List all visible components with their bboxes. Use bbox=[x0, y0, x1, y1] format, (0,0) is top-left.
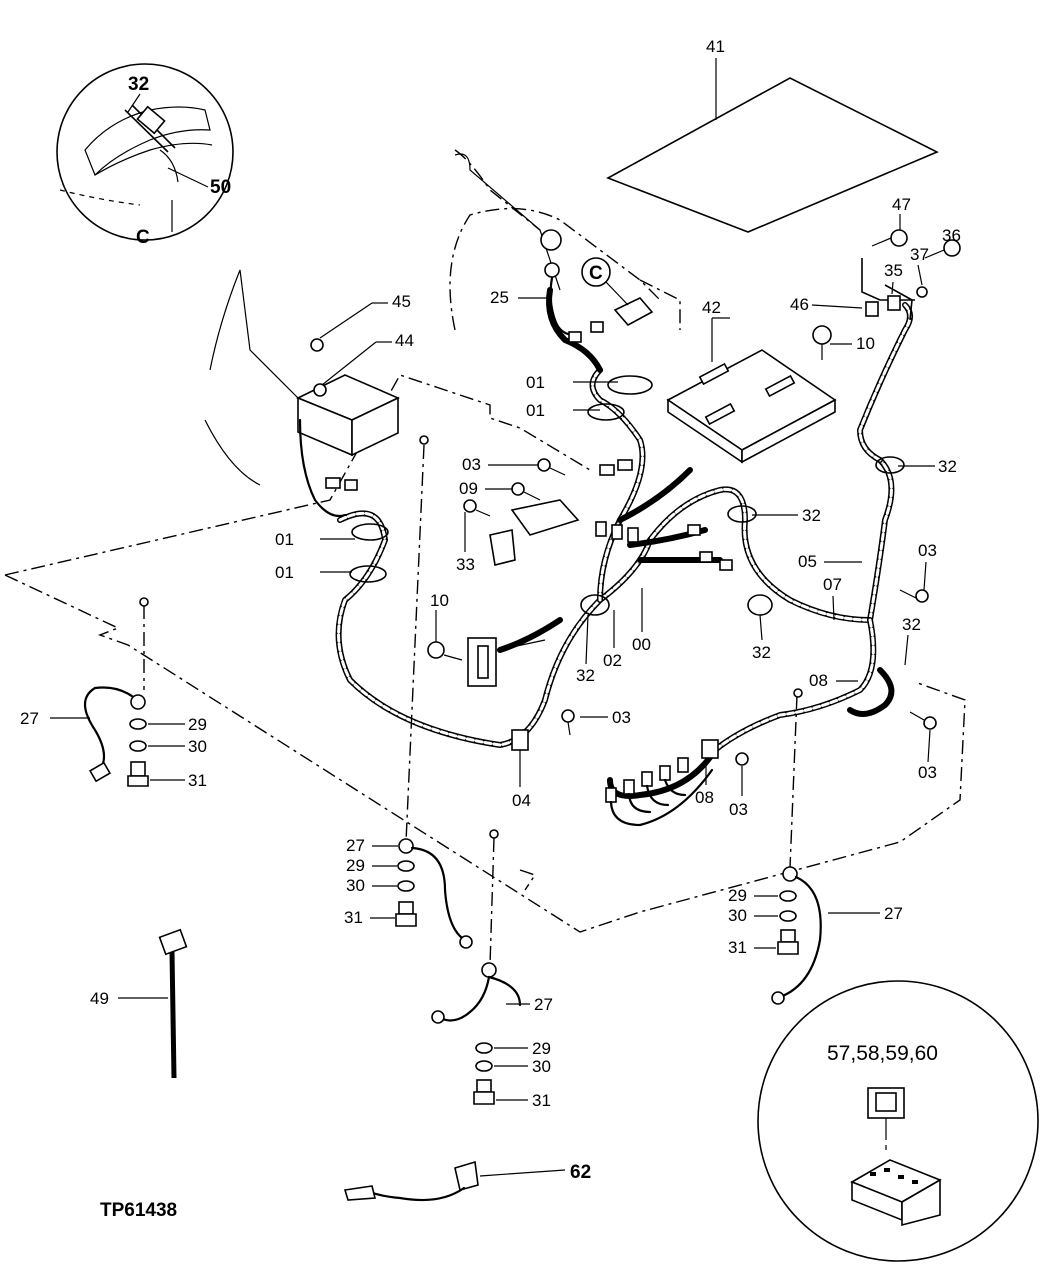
cable-tie-49 bbox=[158, 928, 188, 1079]
detail-c-inset bbox=[56, 63, 234, 241]
callout-44: 44 bbox=[395, 331, 414, 350]
callout-09: 09 bbox=[459, 479, 478, 498]
callout-03-right-b: 03 bbox=[918, 763, 937, 782]
callout-31-center: 31 bbox=[532, 1091, 551, 1110]
callout-30-right: 30 bbox=[728, 906, 747, 925]
callout-32-lower: 32 bbox=[752, 643, 771, 662]
callout-49: 49 bbox=[90, 989, 109, 1008]
callout-27-center: 27 bbox=[534, 995, 553, 1014]
callout-10-top: 10 bbox=[856, 334, 875, 353]
callout-41: 41 bbox=[706, 37, 725, 56]
callout-25: 25 bbox=[490, 288, 509, 307]
callout-01-left-b: 01 bbox=[275, 563, 294, 582]
callout-46: 46 bbox=[790, 295, 809, 314]
callout-27-left: 27 bbox=[20, 709, 39, 728]
callout-30-left: 30 bbox=[188, 737, 207, 756]
bolts-center bbox=[427, 458, 937, 766]
drawing-id: TP61438 bbox=[100, 1200, 177, 1221]
relay-box-44 bbox=[204, 269, 400, 518]
callout-01-upper-b: 01 bbox=[526, 401, 545, 420]
callout-04: 04 bbox=[512, 791, 531, 810]
callout-08-right: 08 bbox=[809, 671, 828, 690]
callout-02: 02 bbox=[603, 651, 622, 670]
callout-08-lower: 08 bbox=[695, 788, 714, 807]
floor-plate-outline bbox=[4, 149, 966, 933]
callout-31-left: 31 bbox=[188, 771, 207, 790]
callout-01-upper-a: 01 bbox=[526, 373, 545, 392]
detail-c-callout-50: 50 bbox=[210, 177, 231, 198]
callout-29-right: 29 bbox=[728, 886, 747, 905]
callout-31-right: 31 bbox=[728, 938, 747, 957]
callout-03-lower: 03 bbox=[729, 800, 748, 819]
sensor-62 bbox=[343, 1160, 479, 1202]
terminal-row bbox=[605, 757, 714, 827]
detail-c-letter: C bbox=[136, 227, 150, 248]
fuse-detail-label: 57,58,59,60 bbox=[827, 1042, 938, 1065]
detail-c-callout-32: 32 bbox=[128, 74, 149, 95]
callout-03-center-low: 03 bbox=[612, 708, 631, 727]
callout-45: 45 bbox=[392, 292, 411, 311]
callout-30-center-left: 30 bbox=[346, 876, 365, 895]
cover-panel-41 bbox=[606, 77, 939, 233]
callout-27-center-left: 27 bbox=[346, 836, 365, 855]
callout-42: 42 bbox=[702, 298, 721, 317]
callout-32-far-right: 32 bbox=[902, 615, 921, 634]
harness-clamps bbox=[349, 375, 905, 759]
callout-33: 33 bbox=[456, 555, 475, 574]
ground-strap-center-left bbox=[395, 838, 473, 949]
central-connectors bbox=[467, 459, 733, 687]
fuse-detail-inset bbox=[757, 980, 1039, 1262]
ground-strap-center bbox=[431, 962, 522, 1105]
upper-tube-area bbox=[454, 153, 654, 343]
callout-10-left: 10 bbox=[430, 591, 449, 610]
callout-05: 05 bbox=[798, 552, 817, 571]
callout-36: 36 bbox=[942, 226, 961, 245]
callout-01-left-a: 01 bbox=[275, 530, 294, 549]
ground-strap-left bbox=[83, 686, 149, 787]
callout-03-right-a: 03 bbox=[918, 541, 937, 560]
callout-37: 37 bbox=[910, 245, 929, 264]
callout-29-left: 29 bbox=[188, 715, 207, 734]
callout-62: 62 bbox=[570, 1162, 591, 1183]
callout-47: 47 bbox=[892, 195, 911, 214]
main-harness-00 bbox=[335, 287, 913, 799]
callout-29-center: 29 bbox=[532, 1039, 551, 1058]
callout-30-center: 30 bbox=[532, 1057, 551, 1076]
callout-00: 00 bbox=[632, 635, 651, 654]
controller-42 bbox=[666, 349, 837, 464]
callout-27-right: 27 bbox=[884, 904, 903, 923]
callout-32-right: 32 bbox=[938, 457, 957, 476]
bracket-35 bbox=[812, 229, 961, 360]
ground-strap-right bbox=[771, 866, 822, 1005]
callout-c-marker: C bbox=[589, 263, 603, 284]
callout-32-center: 32 bbox=[576, 666, 595, 685]
callout-03-center: 03 bbox=[462, 455, 481, 474]
callout-35: 35 bbox=[884, 261, 903, 280]
callout-29-center-left: 29 bbox=[346, 856, 365, 875]
callout-31-center-left: 31 bbox=[344, 908, 363, 927]
callout-32-mid: 32 bbox=[802, 506, 821, 525]
callout-07: 07 bbox=[823, 575, 842, 594]
